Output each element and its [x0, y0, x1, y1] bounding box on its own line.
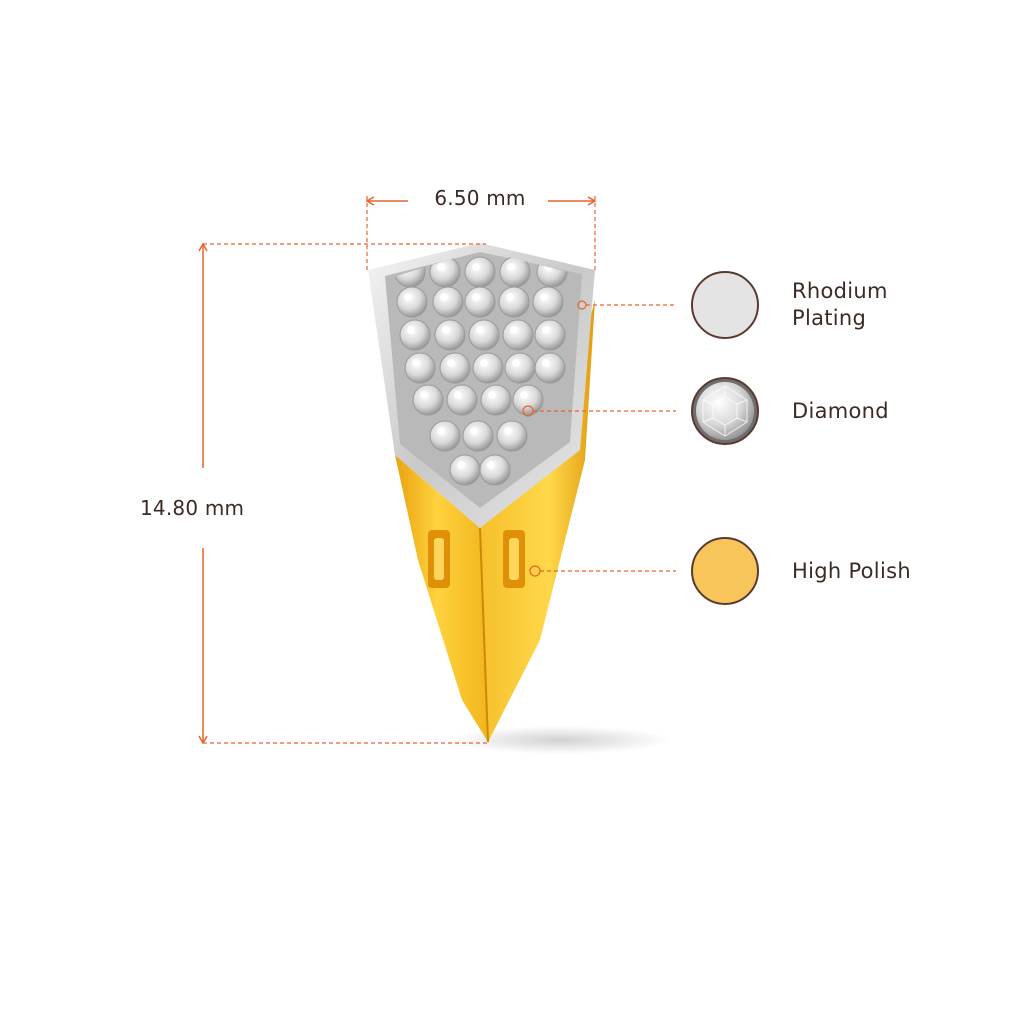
pave-diamond: [439, 352, 471, 384]
pave-diamond: [462, 420, 494, 452]
diamond-sparkle: [437, 263, 445, 271]
legend-swatches: [691, 271, 759, 605]
pave-diamond: [449, 454, 481, 486]
diamond-sparkle: [437, 427, 445, 435]
diamond-sparkle: [542, 359, 550, 367]
width-dimension-label: 6.50 mm: [434, 186, 526, 210]
pave-diamond: [534, 352, 566, 384]
diamond-sparkle: [512, 359, 520, 367]
diamond-sparkle: [540, 293, 548, 301]
pave-diamond: [446, 384, 478, 416]
diamond-sparkle: [454, 391, 462, 399]
diamond-sparkle: [440, 293, 448, 301]
diamond-sparkle: [447, 359, 455, 367]
diamond-sparkle: [476, 326, 484, 334]
legend-rhodium-line1: Rhodium: [792, 279, 888, 303]
pave-diamond: [496, 420, 528, 452]
diamond-sparkle: [480, 359, 488, 367]
pave-diamond: [480, 384, 512, 416]
pave-diamond: [472, 352, 504, 384]
pave-diamond: [429, 420, 461, 452]
legend-diamond-label: Diamond: [792, 399, 889, 423]
diamond-sparkle: [457, 461, 465, 469]
pave-diamond: [498, 286, 530, 318]
legend-item-high-polish: High Polish: [792, 558, 911, 585]
diamond-sparkle: [504, 427, 512, 435]
diamond-sparkle: [407, 326, 415, 334]
height-dimension-label: 14.80 mm: [140, 496, 245, 520]
diamond-sparkle: [470, 427, 478, 435]
pave-diamond: [412, 384, 444, 416]
ring-shadow: [450, 726, 670, 754]
diamond-sparkle: [510, 326, 518, 334]
pave-diamond: [499, 256, 531, 288]
diamond-sparkle: [520, 391, 528, 399]
legend-item-diamond: Diamond: [792, 398, 889, 425]
diamond-sparkle: [472, 293, 480, 301]
diamond-sparkle: [507, 263, 515, 271]
pave-diamond: [464, 286, 496, 318]
pave-diamond: [504, 352, 536, 384]
leader-lines: [522, 300, 676, 577]
diamond-sparkle: [542, 326, 550, 334]
legend-rhodium-line2: Plating: [792, 306, 867, 330]
pave-diamond: [434, 319, 466, 351]
pave-diamond: [432, 286, 464, 318]
width-dimension: [365, 196, 597, 272]
pave-diamond: [468, 319, 500, 351]
pave-diamond: [399, 319, 431, 351]
pave-diamond: [532, 286, 564, 318]
pave-diamond: [534, 319, 566, 351]
diamond-sparkle: [487, 461, 495, 469]
pave-diamonds: [394, 256, 568, 486]
pave-diamond: [479, 454, 511, 486]
diamond-sparkle: [412, 359, 420, 367]
pave-diamond: [404, 352, 436, 384]
diamond-sparkle: [404, 293, 412, 301]
diamond-sparkle: [488, 391, 496, 399]
pave-diamond: [502, 319, 534, 351]
pave-diamond: [396, 286, 428, 318]
pave-diamond: [464, 256, 496, 288]
gold-swatch: [691, 537, 759, 605]
legend-item-rhodium: Rhodium Plating: [792, 278, 888, 332]
diamond-sparkle: [420, 391, 428, 399]
diamond-sparkle: [506, 293, 514, 301]
pave-diamond: [512, 384, 544, 416]
rhodium-swatch: [691, 271, 759, 339]
height-dimension: [198, 242, 488, 745]
legend-high-polish-label: High Polish: [792, 559, 911, 583]
diamond-sparkle: [472, 263, 480, 271]
diamond-sparkle: [442, 326, 450, 334]
